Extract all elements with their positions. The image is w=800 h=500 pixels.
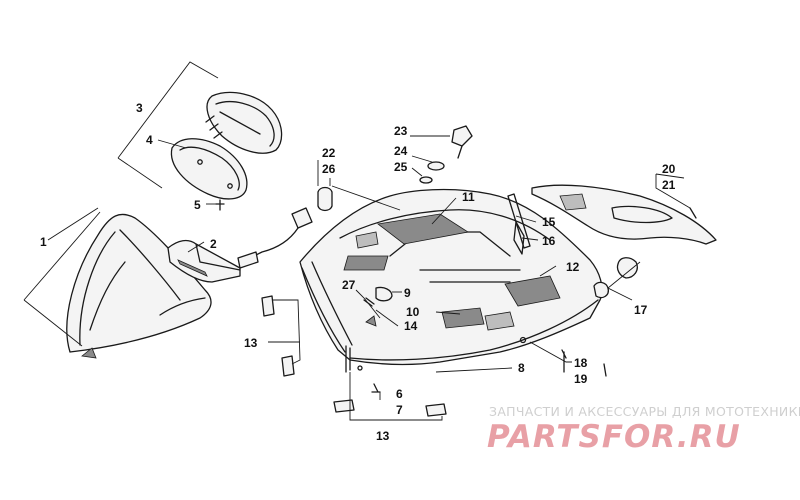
callout-19: 19 xyxy=(574,372,588,386)
callout-3: 3 xyxy=(136,101,143,115)
windshield xyxy=(66,213,212,359)
storage-tray xyxy=(531,184,717,245)
watermark-logo: PARTSFOR.RU xyxy=(487,419,741,455)
callout-25: 25 xyxy=(394,160,408,174)
callout-11: 11 xyxy=(462,190,475,204)
ignition-switch xyxy=(419,125,473,184)
callout-23: 23 xyxy=(394,124,408,138)
callout-22: 22 xyxy=(322,146,336,160)
callout-13b: 13 xyxy=(376,429,390,443)
callout-12: 12 xyxy=(566,260,580,274)
callout-10: 10 xyxy=(406,305,420,319)
callout-labels: 1 2 3 4 5 6 7 8 9 10 11 12 13 13 14 15 1… xyxy=(40,101,676,443)
callout-6: 6 xyxy=(396,387,403,401)
callout-8: 8 xyxy=(518,361,525,375)
callout-21: 21 xyxy=(662,178,676,192)
callout-9: 9 xyxy=(404,286,411,300)
leader-lines xyxy=(23,61,691,421)
callout-26: 26 xyxy=(322,162,336,176)
gauge-screw xyxy=(215,199,225,211)
callout-20: 20 xyxy=(662,162,676,176)
callout-4: 4 xyxy=(146,133,153,147)
callout-27: 27 xyxy=(342,278,356,292)
callout-17: 17 xyxy=(634,303,648,317)
accessory-socket xyxy=(593,257,638,299)
callout-14: 14 xyxy=(404,319,418,333)
callout-16: 16 xyxy=(542,234,556,248)
mounting-bolt xyxy=(507,193,531,255)
callout-2: 2 xyxy=(210,237,217,251)
callout-18: 18 xyxy=(574,356,588,370)
callout-24: 24 xyxy=(394,144,408,158)
gauge-bezel xyxy=(170,138,248,200)
wiring-harness xyxy=(237,186,333,269)
callout-7: 7 xyxy=(396,403,403,417)
windshield-bracket xyxy=(167,239,241,283)
callout-15: 15 xyxy=(542,215,556,229)
gauge-cluster xyxy=(205,91,283,154)
callout-5: 5 xyxy=(194,198,201,212)
callout-13a: 13 xyxy=(244,336,258,350)
callout-1: 1 xyxy=(40,235,47,249)
watermark-caption: ЗАПЧАСТИ И АКСЕССУАРЫ ДЛЯ МОТОТЕХНИКИ xyxy=(489,404,800,419)
trim-clips xyxy=(261,207,697,417)
